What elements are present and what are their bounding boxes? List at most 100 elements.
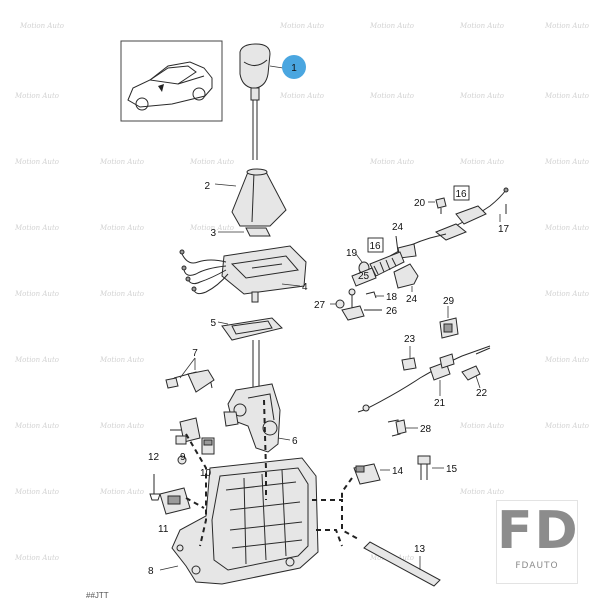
part-shift-cable [435,187,509,241]
watermark: Motion Auto [189,224,234,232]
part-bracket [165,357,215,393]
callout-12: 12 [148,452,160,463]
watermark: Motion Auto [459,488,504,496]
watermark: Motion Auto [544,422,589,430]
callout-29: 29 [443,296,455,307]
watermark: Motion Auto [544,356,589,364]
callout-20: 20 [414,198,426,209]
part-shift-knob [239,43,284,160]
part-grommet [401,346,417,371]
callout-6: 6 [292,436,298,447]
watermark: Motion Auto [99,488,144,496]
watermark: Motion Auto [19,22,64,30]
watermark: Motion Auto [544,158,589,166]
callout-21: 21 [434,398,446,409]
watermark: Motion Auto [459,422,504,430]
callout-highlight [282,55,306,79]
part-bolt [417,455,444,480]
callout-5: 5 [210,318,216,329]
callout-8: 8 [148,566,154,577]
callout-28: 28 [420,424,432,435]
brand-name: FDAUTO [515,561,559,571]
watermark: Motion Auto [99,290,144,298]
part-rod [363,541,441,587]
watermark: Motion Auto [99,158,144,166]
part-lower-bracket [393,263,419,292]
watermark: Motion Auto [14,488,59,496]
callout-23: 23 [404,334,416,345]
brand-logo: FD [497,501,580,561]
callout-10: 10 [200,468,212,479]
watermark: Motion Auto [189,158,234,166]
watermark: Motion Auto [99,224,144,232]
part-clip [149,455,187,501]
watermark: Motion Auto [99,422,144,430]
callout-9: 9 [180,452,186,463]
part-lower-cable [357,345,491,413]
callout-box [453,185,470,201]
part-connector [201,437,215,455]
callout-18: 18 [386,292,398,303]
wiring-harness [185,399,361,547]
part-mount-clip [387,419,418,437]
part-linkage [330,288,382,321]
callout-27: 27 [314,300,326,311]
callout-box [367,237,384,253]
watermark: Motion Auto [14,158,59,166]
part-seal [218,227,271,237]
part-lock-actuator [170,417,201,445]
callout-13: 13 [414,544,426,555]
part-shift-boot [214,168,287,227]
callout-26: 26 [386,306,398,317]
callout-1: 1 [291,63,297,74]
watermark: Motion Auto [14,92,59,100]
callout-24: 24 [406,294,418,305]
callout-15: 15 [446,464,458,475]
part-position-sensor [159,487,191,515]
watermark: Motion Auto [459,92,504,100]
callout-16: 16 [369,241,381,252]
watermark: Motion Auto [459,158,504,166]
watermark: Motion Auto [369,158,414,166]
watermark: Motion Auto [14,290,59,298]
footer-fragment: ##JTT [86,591,109,600]
location-marker-icon [158,84,164,92]
watermark: Motion Auto [279,22,324,30]
callout-16: 16 [455,189,467,200]
callout-19: 19 [346,248,358,259]
watermark: Motion Auto [14,224,59,232]
part-gate-plate [179,245,307,303]
callout-3: 3 [210,228,216,239]
callout-7: 7 [192,348,198,359]
watermark: Motion Auto [279,92,324,100]
brand-logo-box: FD FDAUTO [496,500,578,584]
callout-17: 17 [498,224,510,235]
watermark: Motion Auto [99,356,144,364]
part-nut [428,197,447,214]
watermark-grid: Motion Auto Motion Auto Motion Auto Moti… [14,22,589,562]
vehicle-location-inset [120,40,223,122]
watermark: Motion Auto [14,422,59,430]
watermark: Motion Auto [544,290,589,298]
callout-25: 25 [358,271,370,282]
watermark: Motion Auto [369,92,414,100]
watermark: Motion Auto [544,224,589,232]
callout-24: 24 [392,222,404,233]
part-bushing [439,306,459,339]
watermark: Motion Auto [14,356,59,364]
part-lever-assembly [223,340,291,453]
callout-4: 4 [302,282,308,293]
watermark: Motion Auto [369,22,414,30]
watermark: Motion Auto [459,22,504,30]
part-base-housing [159,457,319,585]
part-relay [353,463,390,485]
part-end-clip [461,365,481,389]
callout-22: 22 [476,388,488,399]
callout-11: 11 [158,524,169,535]
callout-14: 14 [392,466,404,477]
part-adjuster-spring [351,251,405,287]
callout-2: 2 [204,181,210,192]
watermark: Motion Auto [544,92,589,100]
watermark: Motion Auto [544,22,589,30]
